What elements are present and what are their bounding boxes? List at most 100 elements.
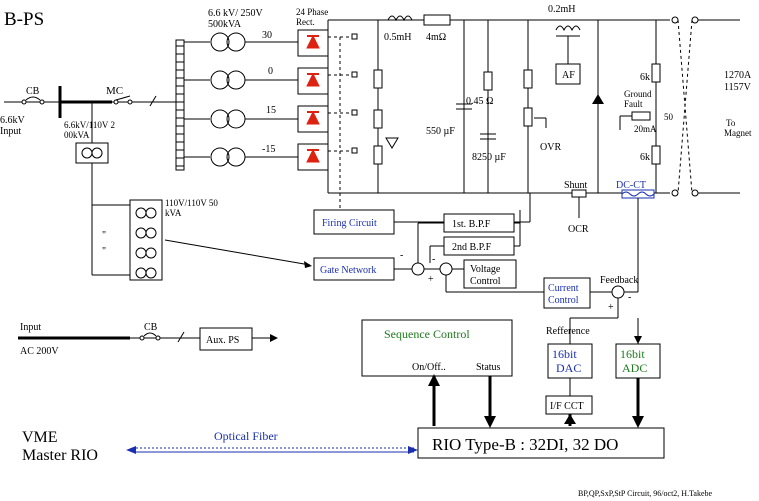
firing-circuit-label: Firing Circuit bbox=[322, 218, 377, 229]
ovr-label: OVR bbox=[540, 142, 561, 153]
cb-contact-right bbox=[39, 99, 45, 105]
sequence-status-label: Status bbox=[476, 362, 501, 373]
phase-label-2: 0 bbox=[268, 66, 273, 77]
rectifier-title-2: Rect. bbox=[296, 17, 315, 27]
firing-dashed-lines bbox=[328, 33, 358, 210]
ground-fault-label-1: Ground bbox=[624, 89, 652, 99]
rio-type-b-box bbox=[417, 427, 665, 459]
optical-arrow-left bbox=[126, 446, 136, 454]
ditto-mark-2: " bbox=[102, 246, 106, 257]
cap1-label: 550 µF bbox=[426, 126, 455, 137]
shunt bbox=[571, 189, 587, 198]
aux-cb-label: CB bbox=[144, 322, 158, 333]
inductor-0-2mh bbox=[555, 25, 581, 32]
rectifier-box-4 bbox=[297, 143, 329, 171]
junction1-plus: + bbox=[428, 274, 434, 285]
gate-network-label: Gate Network bbox=[320, 265, 376, 276]
bpf1-label: 1st. B.P.F bbox=[452, 219, 491, 230]
output-voltage: 1157V bbox=[724, 82, 752, 93]
diagram-title: B-PS bbox=[4, 9, 44, 30]
phase-label-1: 30 bbox=[262, 30, 272, 41]
main-transformer-rating: 6.6 kV/ 250V bbox=[208, 8, 264, 19]
output-current: 1270A bbox=[724, 70, 752, 81]
junction1-minus: - bbox=[400, 250, 403, 261]
summing-junction-2 bbox=[439, 262, 453, 276]
inductor1-label: 0.5mH bbox=[384, 32, 412, 43]
sequence-control-title: Sequence Control bbox=[384, 327, 470, 341]
small-transformer-rating: 110V/110V 50 bbox=[165, 198, 218, 208]
cap2-label: 8250 µF bbox=[472, 152, 506, 163]
voltage-control-box bbox=[463, 259, 517, 289]
refference-label: Refference bbox=[546, 326, 590, 337]
adc-label-2: ADC bbox=[622, 361, 647, 375]
sequence-onoff-label: On/Off.. bbox=[412, 362, 446, 373]
ground-fault-label-2: Fault bbox=[624, 99, 643, 109]
input-voltage: 6.6kV bbox=[0, 115, 26, 126]
dac-box bbox=[547, 343, 593, 379]
feedback-label: Feedback bbox=[600, 275, 638, 286]
phase-label-4: -15 bbox=[262, 144, 275, 155]
rectifier-title-1: 24 Phase bbox=[296, 7, 328, 17]
aux-transformer-capacity: 00kVA bbox=[64, 130, 90, 140]
aux-ps-label: Aux. PS bbox=[206, 335, 239, 346]
input-cb-label: CB bbox=[26, 86, 40, 97]
shunt-label: Shunt bbox=[564, 180, 588, 191]
main-transformer-primary bbox=[175, 39, 185, 171]
junction2-minus: - bbox=[432, 254, 435, 265]
transformer-row-2 bbox=[184, 70, 298, 90]
current-control-label-2: Control bbox=[548, 295, 579, 306]
main-transformer-capacity: 500kVA bbox=[208, 19, 242, 30]
ocr-label: OCR bbox=[568, 224, 589, 235]
small-transformer-symbols bbox=[135, 207, 157, 279]
aux-ps-box bbox=[199, 327, 253, 351]
current-control-label-1: Current bbox=[548, 283, 579, 294]
mc-label: MC bbox=[106, 85, 123, 97]
af-label: AF bbox=[562, 70, 575, 81]
transformer-row-4 bbox=[184, 147, 298, 167]
cb-contact-left bbox=[21, 99, 27, 105]
current-control-box bbox=[543, 277, 591, 309]
transformer-row-3 bbox=[184, 109, 298, 129]
feedback-minus: - bbox=[628, 292, 631, 303]
res2-label: 0.45 Ω bbox=[466, 96, 493, 107]
transformer-row-1 bbox=[184, 32, 298, 52]
adc-label-1: 16bit bbox=[620, 347, 645, 361]
ground-current-label: 20mA bbox=[634, 124, 657, 134]
dac-label-2: DAC bbox=[556, 361, 581, 375]
aux-transformer-rating: 6.6kV/110V 2 bbox=[64, 120, 115, 130]
ditto-mark-1: " bbox=[102, 230, 106, 241]
sequence-control-box bbox=[361, 319, 513, 377]
freewheel-diode bbox=[592, 94, 604, 104]
inductor-0-5mh bbox=[387, 15, 413, 22]
phase-label-3: 15 bbox=[266, 105, 276, 116]
footer-credit: BP,QP,SxP,StP Circuit, 96/oct2, H.Takebe bbox=[578, 489, 712, 498]
firing-circuit-box bbox=[313, 209, 395, 235]
input-label: Input bbox=[0, 126, 21, 137]
adc-box bbox=[615, 343, 661, 379]
rectifier-box-1 bbox=[297, 29, 329, 57]
small-transformer-capacity: kVA bbox=[165, 208, 182, 218]
vme-label-2: Master RIO bbox=[22, 447, 98, 464]
summing-junction-1 bbox=[411, 262, 425, 276]
rectifier-box-2 bbox=[297, 67, 329, 95]
bpf2-label: 2nd B.P.F bbox=[452, 242, 492, 253]
aux-input-label: Input bbox=[20, 322, 41, 333]
res6k-bottom-label: 6k bbox=[640, 152, 650, 163]
voltage-control-label-2: Control bbox=[470, 276, 501, 287]
aux-input-voltage: AC 200V bbox=[20, 346, 59, 357]
af-box bbox=[555, 63, 581, 85]
dcct-label: DC-CT bbox=[616, 180, 646, 191]
vme-label-1: VME bbox=[22, 429, 58, 446]
res6k-top-label: 6k bbox=[640, 72, 650, 83]
magnet-label-1: To bbox=[726, 118, 736, 128]
optical-arrow-right bbox=[408, 446, 418, 454]
val50-label: 50 bbox=[664, 112, 674, 122]
voltage-control-label-1: Voltage bbox=[470, 264, 501, 275]
dac-label-1: 16bit bbox=[552, 347, 577, 361]
rectifier-box-3 bbox=[297, 105, 329, 133]
resistor-4mohm bbox=[423, 14, 451, 26]
inductor2-label: 0.2mH bbox=[548, 4, 576, 15]
magnet-label-2: Magnet bbox=[724, 128, 752, 138]
ifcct-label: I/F CCT bbox=[550, 401, 584, 412]
